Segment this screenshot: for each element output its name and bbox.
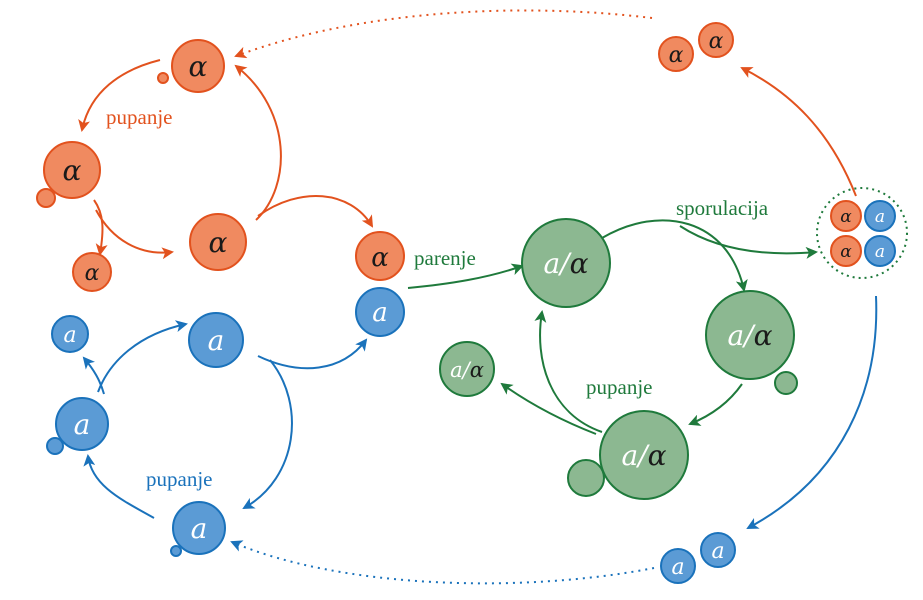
diploid-symbol-alpha: α: [470, 358, 484, 382]
arrow-alpha-to-mating: [257, 195, 374, 228]
a-cell-small: a: [51, 315, 89, 353]
a-cell-bottom: a: [170, 501, 226, 557]
alpha-cell-small: α: [72, 252, 112, 292]
diploid-symbol: a/α: [450, 358, 484, 382]
tetrad-alpha-2: α: [830, 235, 862, 267]
arrow-diploid-budding-2: [688, 383, 743, 426]
arrow-tetrad-to-a-spores: [746, 295, 878, 529]
label-budding-alpha: pupanje: [106, 105, 172, 129]
a-symbol: a: [711, 539, 724, 564]
arrow-diploid-budding-4: [500, 382, 597, 435]
a-symbol: a: [875, 242, 885, 262]
alpha-symbol: α: [209, 226, 228, 259]
diploid-cell-budding-right: a/α: [705, 290, 798, 395]
diploid-cell-small: a/α: [439, 341, 495, 397]
alpha-symbol: α: [189, 50, 208, 83]
diploid-cell-budding-bottom: a/α: [567, 410, 689, 500]
arrow-tetrad-to-alpha-spores: [740, 67, 857, 197]
diploid-symbol-a: a/: [621, 439, 650, 472]
ascus-outline: [816, 187, 908, 279]
dotted-arrow-a-spores-to-a: [230, 540, 655, 585]
a-symbol: a: [74, 408, 91, 441]
label-sporulation: sporulacija: [676, 196, 769, 220]
alpha-cell-top: α: [157, 39, 225, 93]
a-symbol: a: [63, 323, 76, 348]
alpha-symbol: α: [840, 242, 852, 262]
arrow-mating-to-diploid: [407, 263, 524, 289]
arrow-a-budding-2: [83, 454, 155, 519]
alpha-symbol: α: [371, 243, 389, 273]
label-budding-diploid: pupanje: [586, 375, 652, 399]
alpha-spore-2: α: [698, 22, 734, 58]
diploid-symbol: a/α: [727, 319, 772, 352]
a-spore-1: a: [660, 548, 696, 584]
a-symbol: a: [875, 207, 885, 227]
arrow-diploid-budding-3: [534, 310, 603, 433]
arrow-sporulation: [679, 225, 818, 259]
alpha-cell-mating: α: [355, 231, 405, 281]
arrow-alpha-budding-1: [78, 59, 161, 132]
arrows: [78, 9, 878, 585]
arrow-alpha-budding-2: [93, 199, 108, 256]
alpha-symbol: α: [63, 154, 82, 187]
diploid-symbol-a: a/: [543, 247, 572, 280]
a-cell-budding: a: [46, 397, 109, 455]
tetrad-a-1: a: [864, 200, 896, 232]
arrow-a-budding-4: [97, 320, 188, 393]
tetrad-alpha-1: α: [830, 200, 862, 232]
diploid-symbol-alpha: α: [648, 439, 667, 472]
alpha-cell-middle: α: [189, 213, 247, 271]
diploid-cells: a/α a/α a/α a/α: [439, 218, 798, 500]
alpha-cells: α α α α α α α: [36, 22, 734, 292]
a-cell-mating: a: [355, 287, 405, 337]
sporulation-tetrad: α a α a: [816, 187, 908, 279]
arrow-diploid-budding-1: [601, 219, 748, 292]
diploid-cell-main: a/α: [521, 218, 611, 308]
arrow-a-budding-3: [82, 356, 105, 395]
alpha-symbol: α: [85, 261, 100, 286]
dotted-arrow-alpha-spores-to-alpha: [234, 9, 653, 59]
diploid-symbol: a/α: [621, 439, 666, 472]
diploid-symbol-a: a/: [727, 319, 756, 352]
label-mating: parenje: [414, 246, 476, 270]
a-spore-2: a: [700, 532, 736, 568]
labels: pupanje pupanje pupanje parenje sporulac…: [106, 105, 769, 491]
alpha-symbol: α: [669, 43, 684, 68]
alpha-symbol: α: [840, 207, 852, 227]
alpha-cell-budding: α: [36, 141, 101, 208]
a-cell-middle: a: [188, 312, 244, 368]
diploid-symbol-alpha: α: [754, 319, 773, 352]
diploid-symbol: a/α: [543, 247, 588, 280]
diploid-symbol-alpha: α: [570, 247, 589, 280]
alpha-symbol: α: [709, 29, 724, 54]
a-symbol: a: [208, 324, 225, 357]
a-symbol: a: [671, 555, 684, 580]
tetrad-a-2: a: [864, 235, 896, 267]
label-budding-a: pupanje: [146, 467, 212, 491]
arrow-a-budding-1: [242, 359, 293, 509]
alpha-spore-1: α: [658, 36, 694, 72]
a-symbol: a: [372, 298, 388, 328]
a-cells: a a a a a a a: [46, 287, 736, 584]
arrow-alpha-budding-3: [95, 209, 174, 260]
diploid-symbol-a: a/: [450, 358, 472, 382]
arrow-alpha-budding-4: [234, 64, 282, 221]
a-symbol: a: [191, 512, 208, 545]
